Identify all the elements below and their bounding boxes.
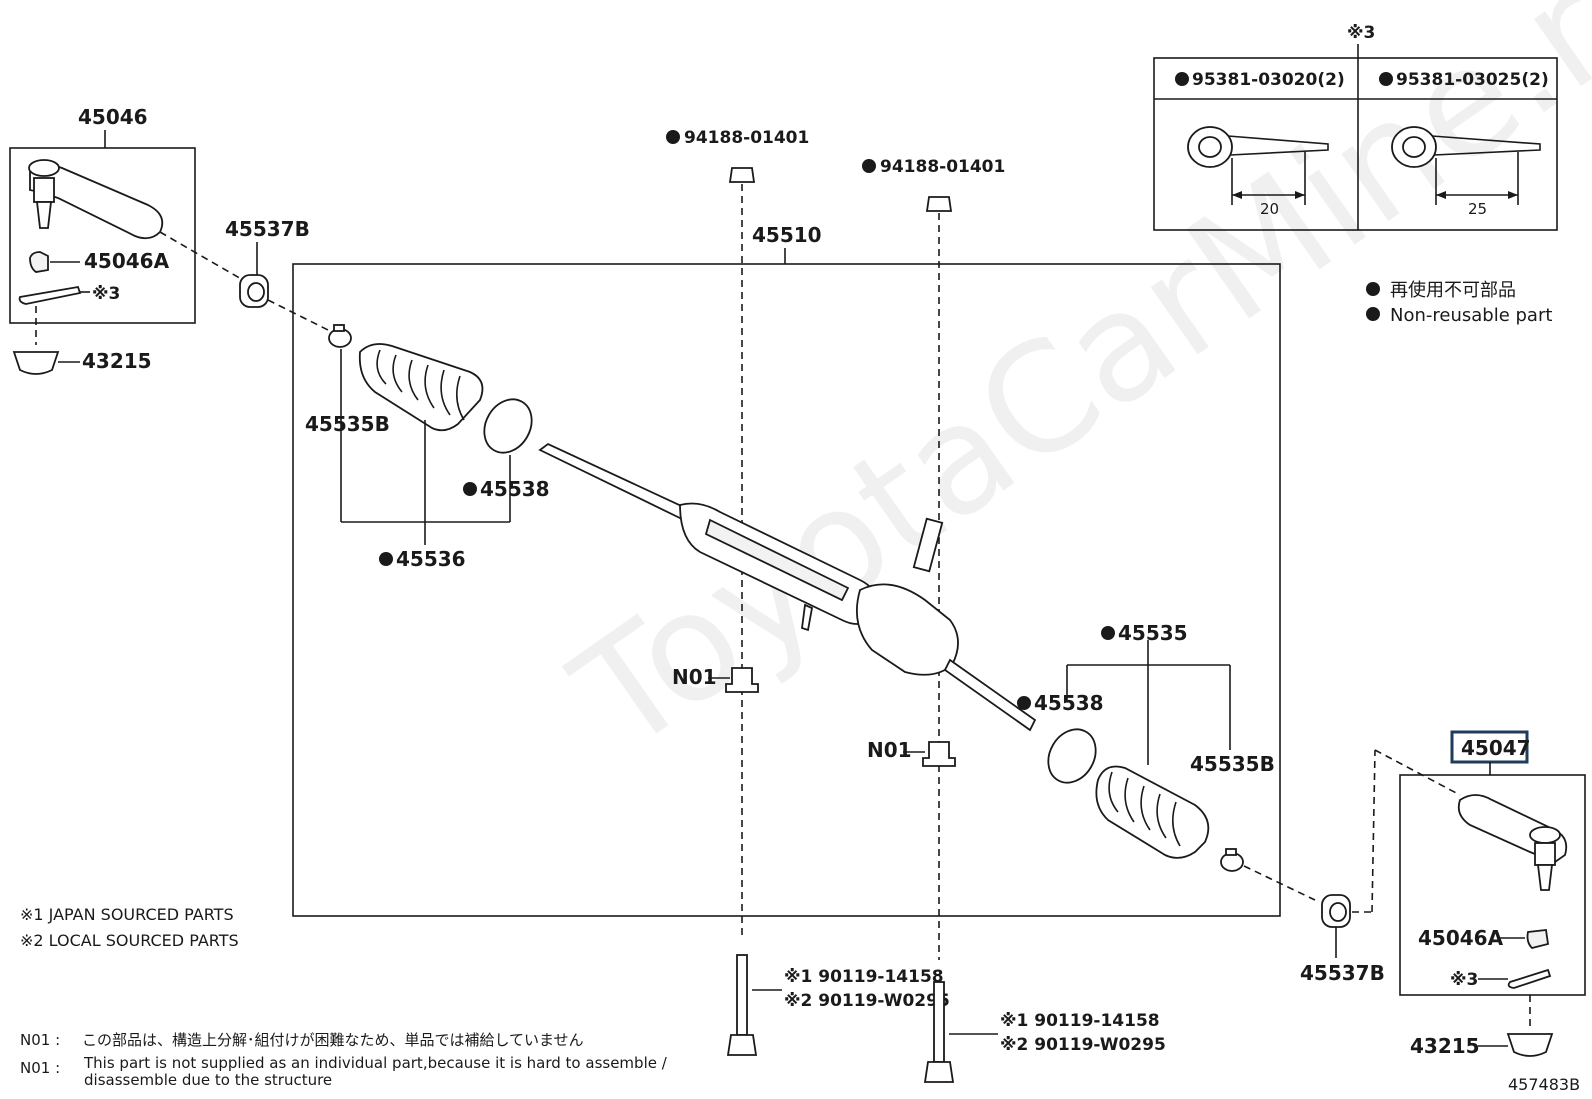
label-45535B-left[interactable]: 45535B [305, 412, 390, 436]
label-45538-left[interactable]: 45538 [480, 477, 550, 501]
non-reusable-dot [1175, 72, 1189, 86]
non-reusable-dot [463, 482, 477, 496]
grommet-left-drawing [239, 274, 269, 308]
label-94188-right[interactable]: 94188-01401 [880, 157, 1005, 177]
figure-id: 457483B [1508, 1075, 1580, 1094]
note-n01-en-2: disassemble due to the structure [84, 1071, 332, 1089]
bolt-left-drawing [726, 954, 758, 1056]
note-n01-en-1: This part is not supplied as an individu… [83, 1054, 668, 1072]
inset-dim-25: 25 [1468, 200, 1487, 218]
non-reusable-dot [1017, 696, 1031, 710]
cotter-pin-25-drawing [1391, 126, 1541, 205]
mount-N01-right-drawing [922, 741, 956, 767]
inset-col1-part[interactable]: 95381-03020(2) [1192, 70, 1345, 90]
inset-col2-part[interactable]: 95381-03025(2) [1396, 70, 1549, 90]
label-94188-left[interactable]: 94188-01401 [684, 128, 809, 148]
note-n01-jp: この部品は、構造上分解･組付けが困難なため、単品では補給していません [82, 1031, 584, 1049]
label-45537B-left[interactable]: 45537B [225, 217, 310, 241]
label-45535[interactable]: 45535 [1118, 621, 1188, 645]
note-n01-en-key: N01 : [20, 1059, 60, 1077]
castle-nut-right-drawing [1506, 1033, 1554, 1057]
rack-assembly-box [292, 263, 1281, 917]
label-45536[interactable]: 45536 [396, 547, 466, 571]
clamp-right-drawing [1220, 848, 1244, 872]
label-45046A-left[interactable]: 45046A [84, 249, 170, 273]
inset-dim-20: 20 [1260, 200, 1279, 218]
label-45535B-right[interactable]: 45535B [1190, 752, 1275, 776]
legend-japanese: 再使用不可部品 [1390, 280, 1516, 301]
cotter-pin-20-drawing [1187, 126, 1329, 205]
non-reusable-dot [1101, 626, 1115, 640]
group-box-45046 [9, 147, 196, 324]
boot-left-drawing [358, 343, 484, 432]
bolt-right-drawing [923, 981, 955, 1083]
legend-english: Non-reusable part [1390, 305, 1552, 326]
mount-N01-left-drawing [725, 667, 759, 693]
boot-right-drawing [1095, 765, 1210, 859]
label-bolt-right-1[interactable]: ※1 90119-14158 [1000, 1011, 1160, 1031]
cotter-pin-inset [1153, 57, 1558, 231]
ring-left-drawing [483, 398, 533, 454]
tie-rod-end-right-drawing [1457, 794, 1568, 989]
label-45537B-right[interactable]: 45537B [1300, 961, 1385, 985]
grommet-right-drawing [1321, 894, 1351, 928]
note-n01-jp-key: N01 : [20, 1031, 60, 1049]
non-reusable-dot [666, 130, 680, 144]
label-bolt-right-2[interactable]: ※2 90119-W0295 [1000, 1035, 1166, 1055]
non-reusable-dot [1379, 72, 1393, 86]
steering-rack-drawing [538, 442, 1037, 732]
label-N01-left[interactable]: N01 [672, 665, 717, 689]
note-japan-sourced: ※1 JAPAN SOURCED PARTS [20, 905, 234, 924]
label-bolt-left-2[interactable]: ※2 90119-W0295 [784, 991, 950, 1011]
ring-right-drawing [1047, 728, 1097, 784]
label-45047[interactable]: 45047 [1461, 736, 1531, 760]
nut-left-top-drawing [728, 167, 756, 183]
legend-dot [1366, 282, 1380, 296]
inset-header: ※3 [1347, 23, 1375, 43]
label-45538-right[interactable]: 45538 [1034, 691, 1104, 715]
label-N01-right[interactable]: N01 [867, 738, 912, 762]
label-note3-right[interactable]: ※3 [1450, 970, 1478, 990]
clamp-left-drawing [328, 324, 352, 348]
legend-dot [1366, 307, 1380, 321]
label-45046[interactable]: 45046 [78, 105, 148, 129]
group-box-45047 [1399, 774, 1586, 996]
tie-rod-end-left-drawing [18, 159, 164, 305]
nut-right-top-drawing [925, 196, 953, 212]
label-43215-right[interactable]: 43215 [1410, 1034, 1480, 1058]
label-45046A-right[interactable]: 45046A [1418, 926, 1504, 950]
label-note3-left[interactable]: ※3 [92, 284, 120, 304]
label-bolt-left-1[interactable]: ※1 90119-14158 [784, 967, 944, 987]
label-43215-left[interactable]: 43215 [82, 349, 152, 373]
note-local-sourced: ※2 LOCAL SOURCED PARTS [20, 931, 239, 950]
non-reusable-dot [379, 552, 393, 566]
castle-nut-left-drawing [12, 351, 60, 375]
label-45510[interactable]: 45510 [752, 223, 822, 247]
non-reusable-dot [862, 159, 876, 173]
